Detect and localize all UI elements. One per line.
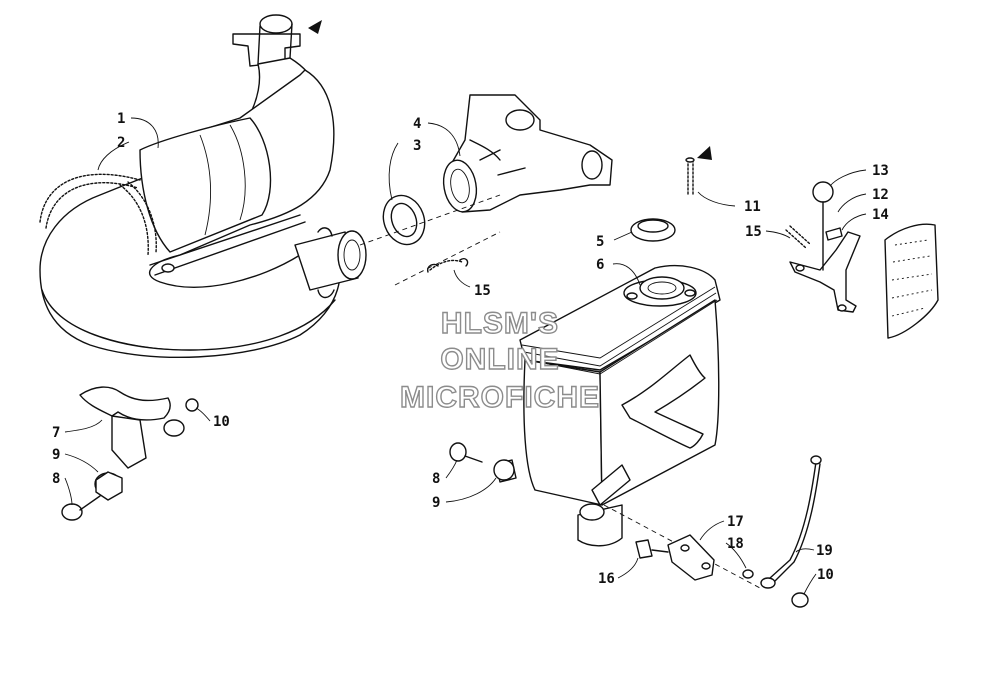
left-mount-bracket bbox=[61, 386, 199, 521]
muffler-canister bbox=[519, 265, 721, 547]
top-gasket bbox=[630, 218, 676, 242]
callout-5: 5 bbox=[596, 234, 604, 250]
watermark-line-2: ONLINE bbox=[440, 343, 559, 376]
callout-15-lower: 15 bbox=[474, 283, 491, 299]
callout-7: 7 bbox=[52, 425, 60, 441]
callout-15-upper: 15 bbox=[745, 224, 762, 240]
callout-16: 16 bbox=[598, 571, 615, 587]
callout-11: 11 bbox=[744, 199, 761, 215]
callout-1: 1 bbox=[117, 111, 125, 127]
watermark: HLSM'S ONLINE MICROFICHE bbox=[399, 306, 600, 414]
watermark-line-1: HLSM'S bbox=[441, 307, 559, 340]
leader-lines bbox=[64, 117, 867, 595]
expansion-chamber bbox=[39, 14, 367, 359]
callout-13: 13 bbox=[872, 163, 889, 179]
callout-8-left: 8 bbox=[52, 471, 60, 487]
callout-9-left: 9 bbox=[52, 447, 60, 463]
callout-17: 17 bbox=[727, 514, 744, 530]
callout-10-right: 10 bbox=[817, 567, 834, 583]
callout-12: 12 bbox=[872, 187, 889, 203]
callout-2: 2 bbox=[117, 135, 125, 151]
callout-18: 18 bbox=[727, 536, 744, 552]
watermark-line-3: MICROFICHE bbox=[400, 381, 600, 414]
callout-19: 19 bbox=[816, 543, 833, 559]
callout-3: 3 bbox=[413, 138, 421, 154]
triangle-arrow-icon bbox=[308, 20, 322, 34]
callout-6: 6 bbox=[596, 257, 604, 273]
callout-labels: 1 2 3 4 5 6 7 8 8 9 9 10 10 11 12 13 14 … bbox=[52, 111, 889, 587]
callout-8-right: 8 bbox=[432, 471, 440, 487]
triangle-arrow-icon bbox=[697, 146, 712, 160]
muffler-mount-hardware bbox=[449, 442, 822, 608]
sensor-spring bbox=[685, 157, 695, 196]
callout-14: 14 bbox=[872, 207, 889, 223]
muffler-bracket bbox=[785, 181, 861, 313]
spring-wrap bbox=[39, 173, 157, 256]
callout-10-left: 10 bbox=[213, 414, 230, 430]
callout-9-right: 9 bbox=[432, 495, 440, 511]
spring bbox=[426, 257, 469, 273]
side-panel bbox=[884, 223, 939, 339]
gasket-ring bbox=[382, 194, 426, 246]
callout-4: 4 bbox=[413, 116, 421, 132]
exhaust-manifold bbox=[442, 94, 613, 213]
